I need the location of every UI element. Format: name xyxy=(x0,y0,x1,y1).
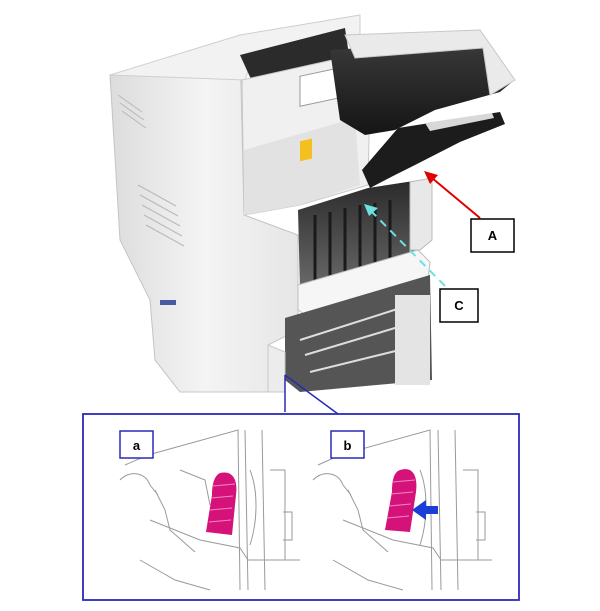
lever-a xyxy=(206,472,237,535)
panel-a-label-box xyxy=(119,430,154,459)
printer-photo xyxy=(109,14,516,393)
panel-b-label-box xyxy=(330,430,365,459)
side-vents xyxy=(117,94,185,247)
tray-frame xyxy=(344,29,516,96)
lower-body xyxy=(180,344,286,393)
callout-c-box xyxy=(439,288,479,323)
front-housing-shadow xyxy=(244,118,360,215)
callout-a: A xyxy=(424,171,515,253)
tray-extension xyxy=(362,112,505,188)
lower-side-panel xyxy=(395,295,430,385)
detail-b-drawing xyxy=(312,429,492,591)
lever-b-ridges xyxy=(386,479,416,519)
output-recess xyxy=(240,28,350,88)
arrow-a-head xyxy=(424,171,438,184)
arrow-c-line xyxy=(371,211,446,287)
callout-a-label: A xyxy=(488,228,498,243)
arrow-left-icon xyxy=(412,500,438,520)
side-badge xyxy=(160,300,176,305)
callout-a-box xyxy=(470,218,515,253)
callout-c: C xyxy=(364,204,479,323)
detail-connector xyxy=(284,374,339,415)
output-tray xyxy=(330,40,512,135)
lever-a-ridges xyxy=(208,483,236,523)
detail-a-drawing xyxy=(119,429,300,591)
detail-panel-b: b xyxy=(312,429,492,591)
interior-ribs xyxy=(313,200,392,280)
panel-a-label: a xyxy=(133,438,141,453)
right-column xyxy=(409,177,433,251)
tray-extension-highlight xyxy=(425,113,494,131)
arrow-c-head xyxy=(364,204,378,216)
arrow-a-line xyxy=(431,177,481,219)
detail-panel-a: a xyxy=(119,429,300,591)
callout-c-label: C xyxy=(454,298,464,313)
panel-b-label: b xyxy=(344,438,352,453)
